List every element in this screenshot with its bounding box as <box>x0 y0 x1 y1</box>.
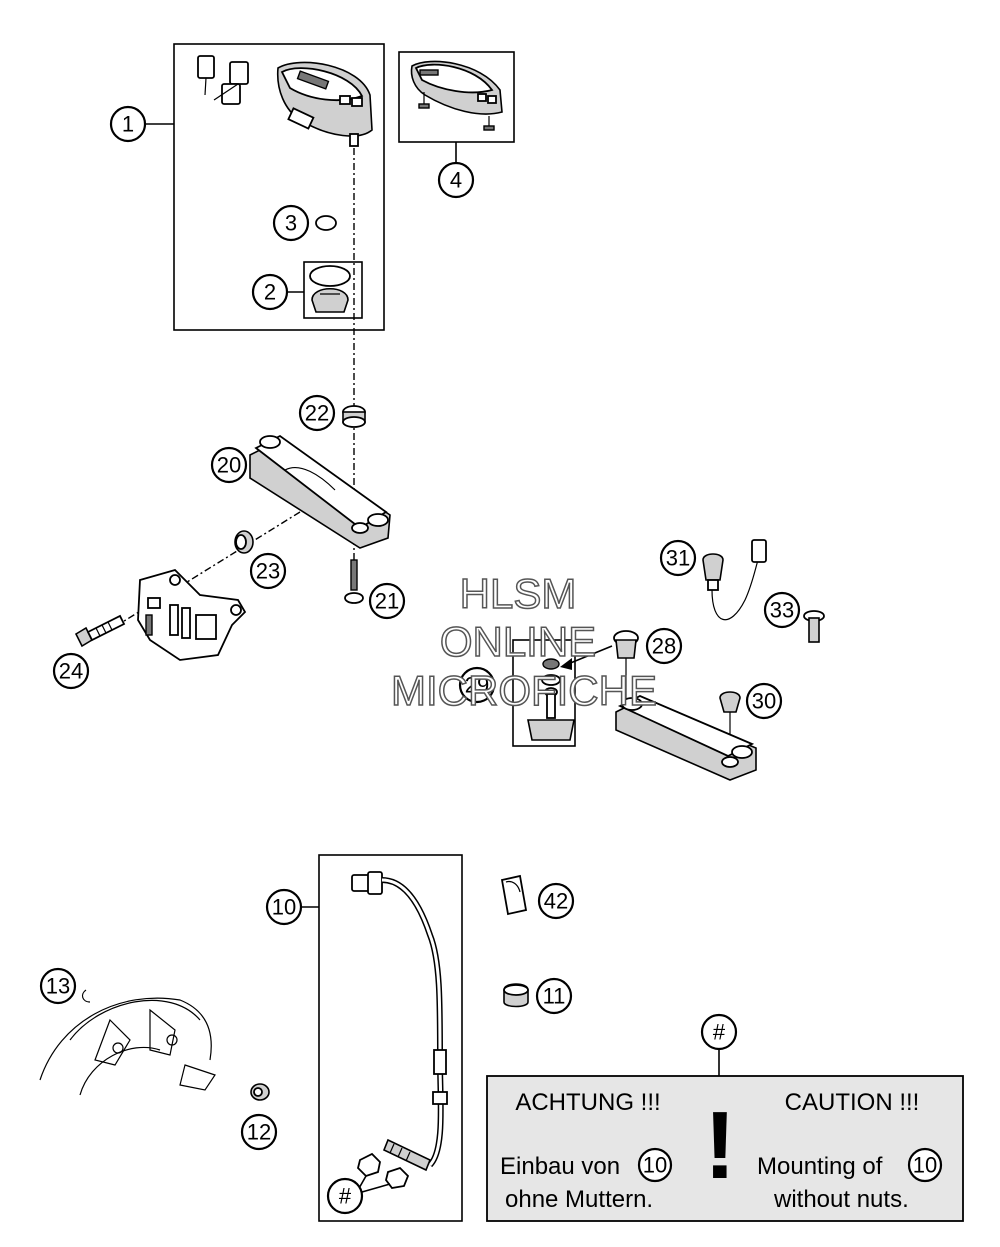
part-33-bulb <box>803 610 825 643</box>
watermark-line1: HLSM <box>460 570 577 617</box>
part-2-seal <box>309 265 351 287</box>
callout-4: 4 <box>437 161 475 199</box>
callout-10: 10 <box>265 888 303 926</box>
callout-1-label: 1 <box>122 112 134 137</box>
callout-12-label: 12 <box>247 1120 271 1145</box>
callout-hash-top-label: # <box>713 1020 726 1045</box>
part-3-cap <box>315 215 337 231</box>
part-4-display <box>410 60 503 131</box>
caution-de-ref-label: 10 <box>643 1153 667 1178</box>
callout-13-label: 13 <box>46 974 70 999</box>
caution-en-ref: 10 <box>907 1147 943 1183</box>
callout-hash-top: # <box>700 1013 738 1051</box>
part-31-indicator-lamp <box>702 539 767 621</box>
part-29-switch <box>527 658 575 741</box>
callout-1: 1 <box>109 105 147 143</box>
caution-title-en: CAUTION !!! <box>785 1089 920 1116</box>
callout-4-label: 4 <box>450 168 462 193</box>
callout-22-label: 22 <box>305 401 329 426</box>
caution-de-ref: 10 <box>637 1147 673 1183</box>
callout-20: 20 <box>210 446 248 484</box>
watermark: HLSM ONLINE MICROFICHE <box>390 569 658 715</box>
callout-33: 33 <box>763 591 801 629</box>
part-13-brake-disc <box>39 989 216 1096</box>
callout-11-label: 11 <box>543 984 566 1009</box>
caution-en-line2: without nuts. <box>773 1186 909 1213</box>
callout-3: 3 <box>272 204 310 242</box>
callout-42-label: 42 <box>544 889 568 914</box>
callout-12: 12 <box>240 1113 278 1151</box>
callout-21-label: 21 <box>375 589 399 614</box>
part-11-clamp <box>503 983 529 1008</box>
part-20-bracket <box>249 434 391 549</box>
callout-hash-bottom: # <box>326 1177 364 1215</box>
axis-line-diagonal <box>99 511 301 637</box>
caution-en-ref-label: 10 <box>913 1153 937 1178</box>
pointer-arrow <box>560 645 613 670</box>
callout-2: 2 <box>251 273 289 311</box>
caution-mark: ! <box>704 1092 736 1199</box>
callout-3-label: 3 <box>285 211 297 236</box>
caution-de-line2: ohne Muttern. <box>505 1186 653 1213</box>
caution-en-line1: Mounting of <box>757 1153 883 1180</box>
callout-hash-bottom-label: # <box>339 1184 352 1209</box>
callout-29-label: 29 <box>465 673 489 698</box>
part-22-grommet <box>342 405 366 428</box>
part-12-spacer <box>250 1083 270 1101</box>
callout-28-label: 28 <box>652 634 676 659</box>
callout-23: 23 <box>249 552 287 590</box>
right-bracket <box>615 695 757 781</box>
callout-30: 30 <box>745 682 783 720</box>
part-28-grommet <box>613 630 639 700</box>
callout-31-label: 31 <box>666 546 690 571</box>
callout-30-label: 30 <box>752 689 776 714</box>
callout-2-label: 2 <box>264 280 276 305</box>
caution-title-de: ACHTUNG !!! <box>515 1089 660 1116</box>
speedometer-harness <box>183 55 323 181</box>
callout-28: 28 <box>645 627 683 665</box>
mounting-plate <box>137 568 247 661</box>
part-21-screw <box>344 559 364 604</box>
caution-de-line1: Einbau von <box>500 1153 620 1180</box>
part-30-knob <box>719 691 741 740</box>
part-2-cover <box>311 288 349 313</box>
callout-23-label: 23 <box>256 559 280 584</box>
part-24-bolt <box>74 614 126 648</box>
callout-24-label: 24 <box>59 659 83 684</box>
part-23-spacer <box>234 530 254 554</box>
group-box-1 <box>173 43 385 331</box>
callout-13: 13 <box>39 967 77 1005</box>
part-29-box <box>512 639 576 747</box>
callout-20-label: 20 <box>217 453 241 478</box>
callout-31: 31 <box>659 539 697 577</box>
callout-11: 11 <box>535 977 573 1015</box>
watermark-line3: MICROFICHE <box>391 667 657 714</box>
caution-panel: ACHTUNG !!! CAUTION !!! ! Einbau von 10 … <box>486 1075 964 1222</box>
callout-24: 24 <box>52 652 90 690</box>
callout-10-label: 10 <box>272 895 296 920</box>
watermark-line2: ONLINE <box>440 618 596 665</box>
speedometer-unit <box>276 61 373 147</box>
callout-22: 22 <box>298 394 336 432</box>
group-box-10 <box>318 854 463 1222</box>
callout-29: 29 <box>458 666 496 704</box>
part-2-box <box>303 261 363 319</box>
callout-42: 42 <box>537 882 575 920</box>
nuts <box>357 1152 410 1189</box>
part-10-sensor-cable <box>351 871 448 1172</box>
callout-33-label: 33 <box>770 598 794 623</box>
part-42-clip <box>500 874 528 916</box>
callout-21: 21 <box>368 582 406 620</box>
